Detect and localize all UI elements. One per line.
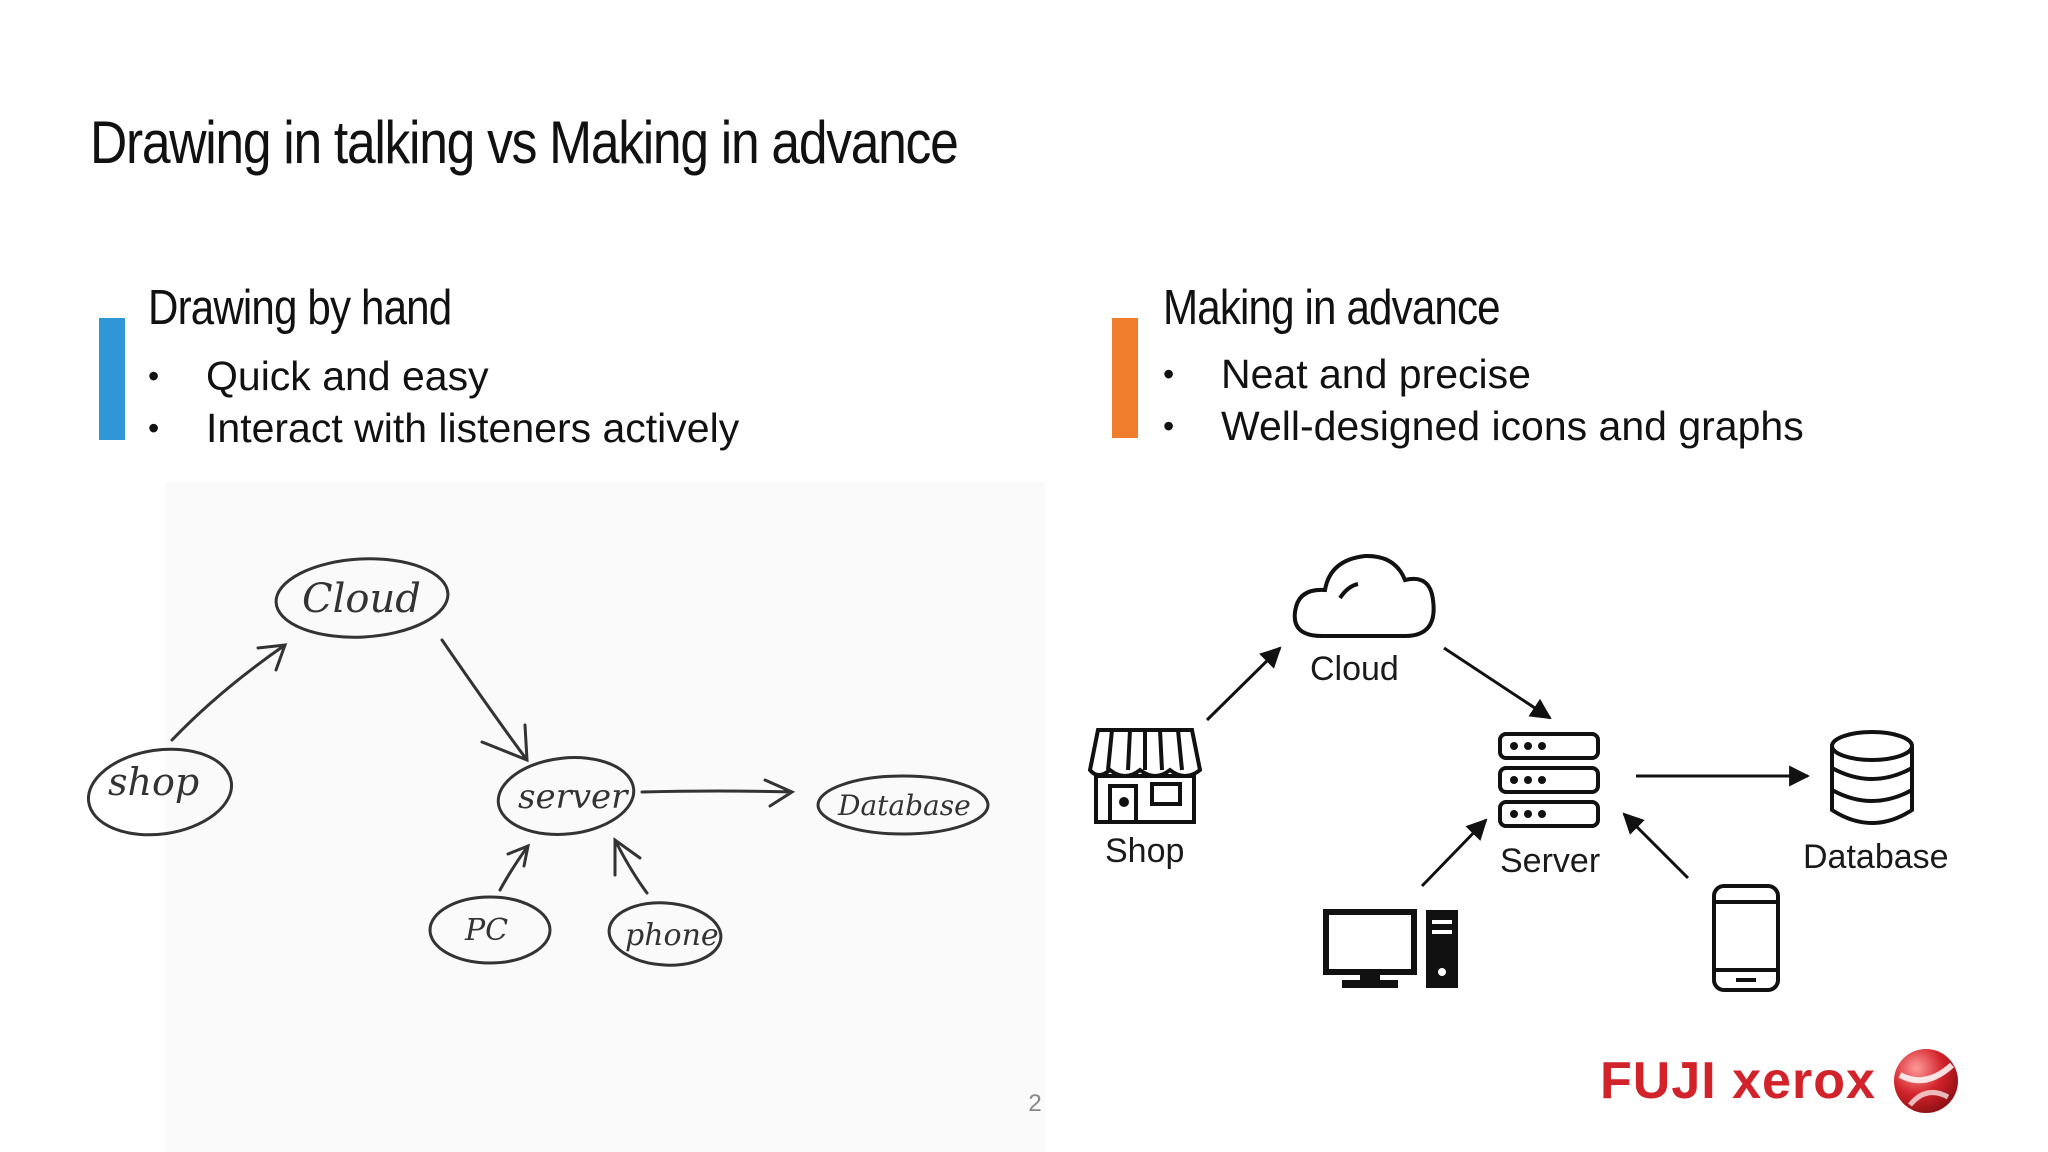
slide-title: Drawing in talking vs Making in advance [90,109,959,176]
sketch-database-label: Database [837,789,971,822]
database-icon [1830,730,1914,825]
right-bullet-1: Neat and precise [1163,348,1804,400]
sketch-arrow-pc-server [498,843,531,892]
left-bullet-1: Quick and easy [148,350,739,402]
cloud-label: Cloud [1310,650,1399,688]
sketch-arrow-cloud-server [440,638,529,763]
sketch-server-label: server [518,777,629,817]
sketch-server-ellipse [496,756,636,836]
arrow-shop-cloud [1205,646,1282,722]
right-bullet-list: Neat and precise Well-designed icons and… [1163,348,1804,452]
sketch-photo-background [165,482,1045,1152]
sketch-phone-label: phone [625,918,719,953]
sketch-pc-label: PC [464,913,508,948]
server-label: Server [1500,842,1600,880]
arrow-phone-server [1622,812,1690,880]
sketch-arrow-server-database [640,778,796,808]
left-bullet-2: Interact with listeners actively [148,402,739,454]
shop-label: Shop [1105,832,1184,870]
sketch-cloud-ellipse [274,557,450,639]
server-led-icons [1510,742,1546,818]
sketch-arrow-phone-server [613,837,649,895]
page-number: 2 [1028,1090,1042,1117]
left-bullet-list: Quick and easy Interact with listeners a… [148,350,739,454]
arrow-pc-server [1420,818,1488,888]
cloud-icon [1292,553,1436,638]
fuji-xerox-logo: FUJI xerox [1600,1046,1962,1116]
shop-icon [1087,728,1203,824]
database-label: Database [1803,838,1949,876]
sketch-arrow-shop-cloud [170,643,288,742]
logo-wordmark: FUJI xerox [1600,1052,1876,1110]
sketch-pc-ellipse [428,895,552,965]
sketch-database-ellipse [816,774,990,836]
computer-icon [1323,909,1458,988]
phone-icon [1712,884,1780,992]
sketch-shop-ellipse [86,747,234,837]
right-bullet-2: Well-designed icons and graphs [1163,400,1804,452]
arrow-cloud-server [1443,646,1552,720]
right-accent-bar [1112,318,1138,438]
sketch-shop-label: shop [108,760,199,804]
left-accent-bar [99,318,125,440]
sketch-cloud-label: Cloud [302,576,421,622]
xerox-sphere-icon [1893,1049,1958,1113]
right-heading: Making in advance [1163,281,1501,335]
left-heading: Drawing by hand [148,281,452,335]
server-icon [1498,732,1600,828]
sketch-phone-ellipse [607,901,723,967]
